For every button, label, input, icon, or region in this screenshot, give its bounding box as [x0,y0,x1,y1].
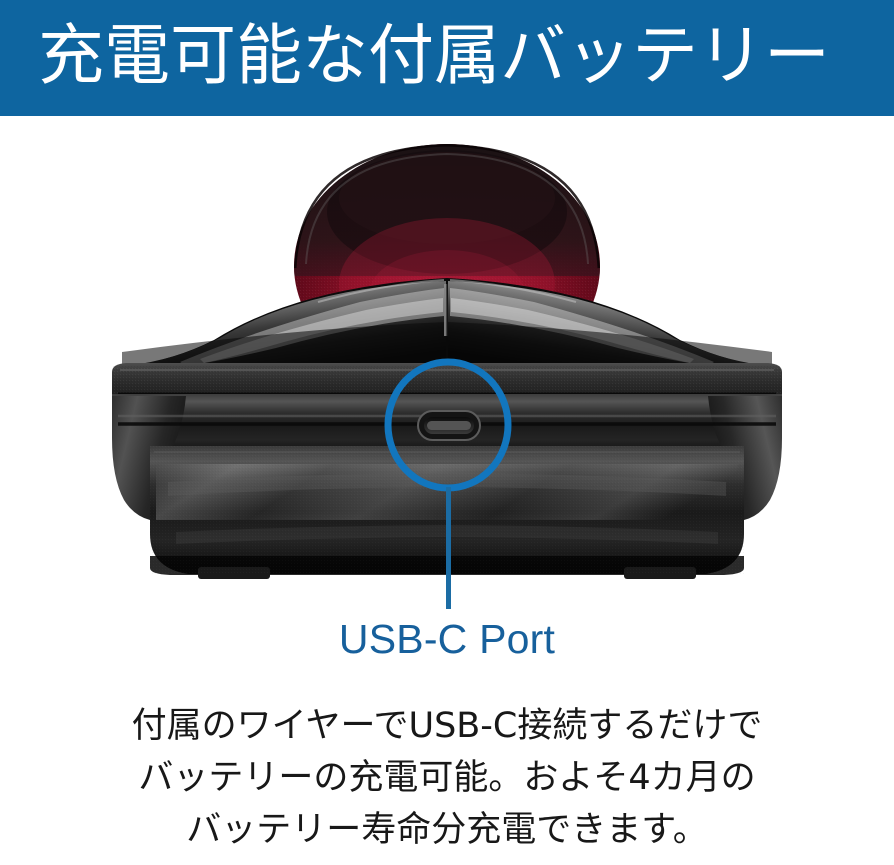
product-image [0,116,894,606]
trackball-base [112,394,782,579]
button-seam [444,284,447,336]
callout-leader-line [446,487,451,609]
header-banner: 充電可能な付属バッテリー [0,0,894,116]
caption-block: 付属のワイヤーでUSB-C接続するだけで バッテリーの充電可能。およそ4カ月の … [0,700,894,856]
trackball-buttons-shell [118,278,776,384]
trackball-illustration [112,144,782,579]
usb-c-port [417,410,481,441]
trackball-mid-band [112,363,782,398]
caption-line-2: バッテリーの充電可能。およそ4カ月の [138,758,756,798]
banner-title: 充電可能な付属バッテリー [38,17,830,94]
callout-label: USB-C Port [338,616,556,662]
caption-line-3: バッテリー寿命分充電できます。 [186,810,708,850]
caption-line-1: 付属のワイヤーでUSB-C接続するだけで [131,706,763,746]
